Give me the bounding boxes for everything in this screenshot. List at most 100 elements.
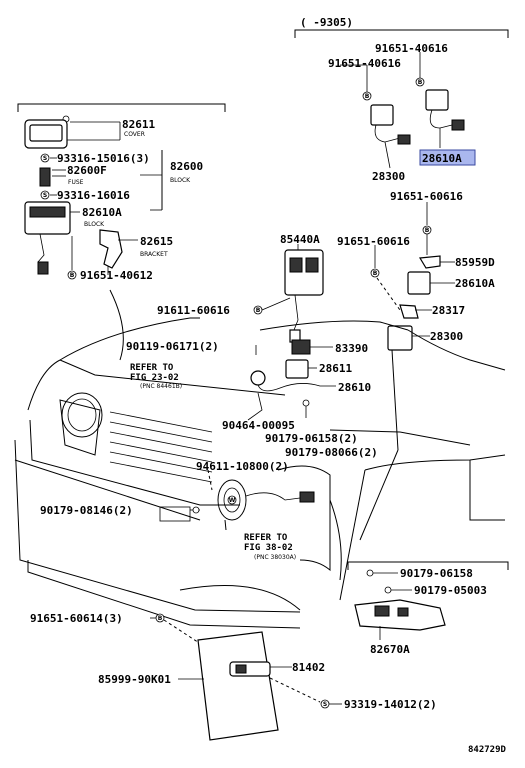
label-82670a: 82670A xyxy=(370,643,410,656)
relay-28610a-icon xyxy=(407,271,431,295)
svg-text:S: S xyxy=(43,155,47,162)
label-82600: 82600 xyxy=(170,160,203,173)
bolt-icon xyxy=(362,91,372,101)
svg-text:B: B xyxy=(158,615,163,622)
label-83390: 83390 xyxy=(335,342,368,355)
label-93316-15016: 93316-15016(3) xyxy=(57,152,150,165)
refer-to-label: REFER TO xyxy=(130,363,174,373)
svg-text:B: B xyxy=(256,307,261,314)
refer-fig-label: FIG 38-02 xyxy=(244,543,293,553)
label-90179-06158: 90179-06158 xyxy=(400,567,473,580)
svg-text:B: B xyxy=(373,270,378,277)
highlight-28610a xyxy=(419,149,476,166)
svg-text:B: B xyxy=(70,272,75,279)
label-85999-90k01: 85999-90K01 xyxy=(98,673,171,686)
washer-icon xyxy=(192,506,200,514)
washer-icon xyxy=(366,569,374,577)
sensor-83390-icon xyxy=(291,339,311,355)
label-91651-60616: 91651-60616 xyxy=(390,190,463,203)
label-93316-16016: 93316-16016 xyxy=(57,189,130,202)
relay-28300-icon xyxy=(370,104,394,126)
diagram-id: 842729D xyxy=(468,745,507,755)
label-91651-40612: 91651-40612 xyxy=(80,269,153,282)
screw-icon xyxy=(40,190,50,200)
label-81402: 81402 xyxy=(292,661,325,674)
connector-icon xyxy=(299,491,315,503)
relay-28300-icon xyxy=(387,325,413,351)
bracket-85959d-icon xyxy=(418,255,441,269)
washer-icon xyxy=(384,586,392,594)
refer-fig-label: FIG 23-02 xyxy=(130,373,179,383)
connector-icon xyxy=(451,119,465,131)
label-90119-06171: 90119-06171(2) xyxy=(126,340,219,353)
label-90179-06158-2: 90179-06158(2) xyxy=(265,432,358,445)
label-block: BLOCK xyxy=(170,177,191,184)
label-94611-10800: 94611-10800(2) xyxy=(196,460,289,473)
vehicle-outline: W xyxy=(14,317,506,629)
refer-to-label: REFER TO xyxy=(244,533,288,543)
label-82610a: 82610A xyxy=(82,206,122,219)
label-85440a: 85440A xyxy=(280,233,320,246)
connector-icon xyxy=(37,261,49,275)
bracket-82615-icon xyxy=(99,229,123,269)
bottom-plate-group: B S xyxy=(150,613,342,741)
right-middle-group: B B xyxy=(370,202,455,451)
range-label: ( -9305) xyxy=(300,16,353,29)
label-82615: 82615 xyxy=(140,235,173,248)
top-left-group: S S B xyxy=(17,103,226,280)
label-28317: 28317 xyxy=(432,304,465,317)
label-28300: 28300 xyxy=(430,330,463,343)
label-90179-05003: 90179-05003 xyxy=(414,584,487,597)
label-fuse: FUSE xyxy=(68,179,84,186)
relay-28610-icon xyxy=(250,370,266,386)
label-91651-40616: 91651-40616 xyxy=(375,42,448,55)
bolt-icon xyxy=(253,305,263,315)
label-28610: 28610 xyxy=(338,381,371,394)
label-90464-00095: 90464-00095 xyxy=(222,419,295,432)
label-82600f: 82600F xyxy=(67,164,107,177)
svg-text:W: W xyxy=(229,497,236,504)
label-bracket: BRACKET xyxy=(140,251,168,258)
label-82611: 82611 xyxy=(122,118,155,131)
center-group: B xyxy=(247,244,336,421)
label-91651-60616: 91651-60616 xyxy=(337,235,410,248)
bolt-icon xyxy=(370,268,380,278)
connector-icon xyxy=(397,134,411,145)
horn-icon xyxy=(217,479,247,521)
refer-pnc-label: (PNC 38030A) xyxy=(254,554,296,561)
relay-28610a-icon xyxy=(425,89,449,111)
top-right-group: ( -9305) B B xyxy=(294,16,509,169)
arrow-block-to-vehicle xyxy=(109,289,124,361)
svg-text:B: B xyxy=(425,227,430,234)
label-85959d: 85959D xyxy=(455,256,495,269)
label-91651-60614: 91651-60614(3) xyxy=(30,612,123,625)
label-90179-08146: 90179-08146(2) xyxy=(40,504,133,517)
washer-icon xyxy=(302,399,310,407)
plate-85999-icon xyxy=(197,631,279,741)
label-91651-40616: 91651-40616 xyxy=(328,57,401,70)
fuse-icon xyxy=(39,167,51,187)
bolt-icon xyxy=(67,270,77,280)
label-93319-14012: 93319-14012(2) xyxy=(344,698,437,711)
svg-text:S: S xyxy=(323,701,327,708)
bolt-icon xyxy=(155,613,165,623)
label-cover: COVER xyxy=(124,131,145,138)
pointer-line xyxy=(224,519,227,531)
label-91611-60616: 91611-60616 xyxy=(157,304,230,317)
svg-text:S: S xyxy=(43,192,47,199)
label-90179-08066: 90179-08066(2) xyxy=(285,446,378,459)
bottom-right-group xyxy=(347,561,509,640)
label-28611: 28611 xyxy=(319,362,352,375)
label-28610a: 28610A xyxy=(455,277,495,290)
screw-icon xyxy=(40,153,50,163)
svg-text:B: B xyxy=(365,93,370,100)
label-block: BLOCK xyxy=(84,221,105,228)
svg-text:B: B xyxy=(418,79,423,86)
module-28611-icon xyxy=(285,359,309,379)
bracket-28317-icon xyxy=(399,304,419,319)
refer-pnc-label: (PNC 84461B) xyxy=(140,383,182,390)
bolt-icon xyxy=(415,77,425,87)
label-28610a-highlighted: 28610A xyxy=(422,152,462,165)
label-28300: 28300 xyxy=(372,170,405,183)
